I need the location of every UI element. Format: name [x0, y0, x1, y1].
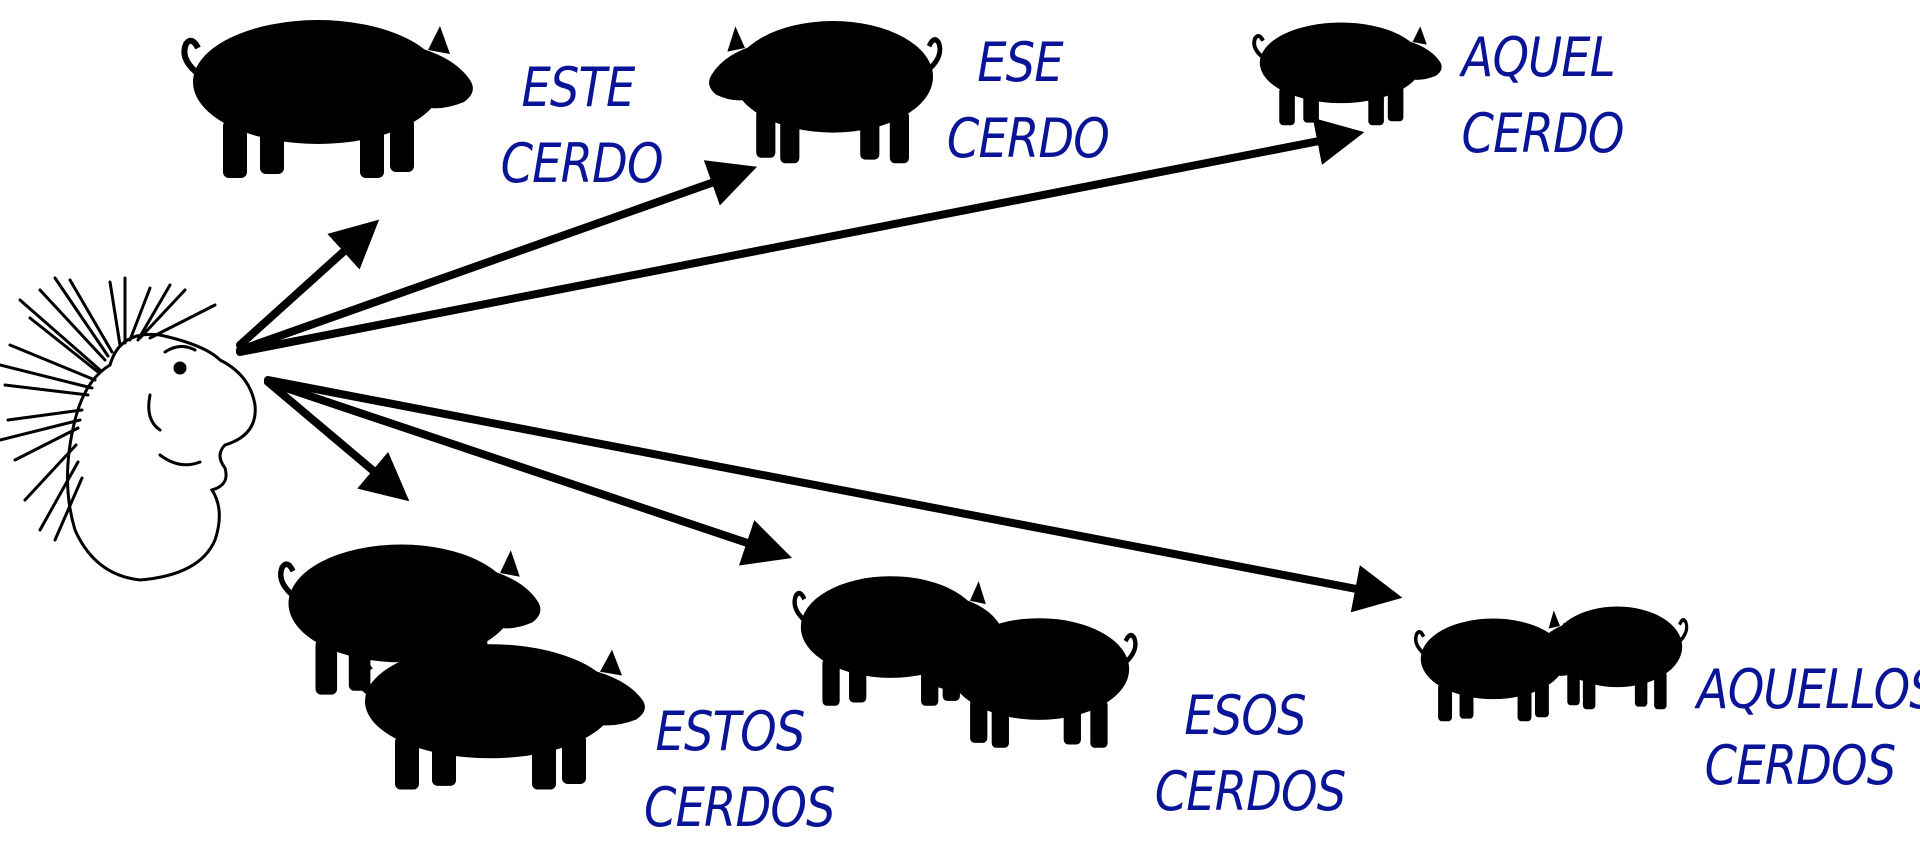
observer-hair — [0, 276, 217, 542]
arrow-aquellos — [264, 376, 1403, 613]
label-aquellos-line1: AQUELLOS — [1696, 658, 1920, 721]
label-estos: ESTOS CERDOS — [644, 694, 836, 846]
arrow-aquel — [236, 117, 1365, 356]
label-aquellos-line2: CERDOS — [1704, 734, 1897, 797]
label-estos-line1: ESTOS — [655, 700, 806, 763]
pig-aquel — [1252, 20, 1444, 128]
label-ese-line2: CERDO — [946, 107, 1110, 170]
arrow-ese — [236, 160, 758, 354]
label-aquel-line2: CERDO — [1461, 102, 1625, 165]
label-aquel-line1: AQUEL — [1461, 26, 1616, 89]
arrow-esos — [264, 378, 793, 566]
arrow-este — [236, 219, 380, 349]
label-esos-line1: ESOS — [1184, 684, 1306, 747]
pig-ese — [709, 21, 940, 163]
label-aquellos: AQUELLOS CERDOS — [1696, 652, 1920, 804]
pig-este — [184, 20, 473, 178]
label-este-line1: ESTE — [521, 56, 635, 119]
pigs-esos — [795, 576, 1136, 748]
pigs-aquellos — [1413, 604, 1689, 724]
label-aquel: AQUEL CERDO — [1461, 20, 1625, 172]
label-estos-line2: CERDOS — [644, 776, 836, 839]
pigs-estos — [281, 545, 645, 790]
label-ese: ESE CERDO — [946, 25, 1110, 177]
label-este: ESTE CERDO — [500, 50, 664, 202]
observer-face — [66, 332, 257, 582]
label-ese-line1: ESE — [977, 31, 1063, 94]
label-este-line2: CERDO — [500, 132, 664, 195]
arrow-estos — [264, 378, 410, 502]
label-esos-line2: CERDOS — [1154, 760, 1347, 823]
label-esos: ESOS CERDOS — [1154, 678, 1347, 830]
